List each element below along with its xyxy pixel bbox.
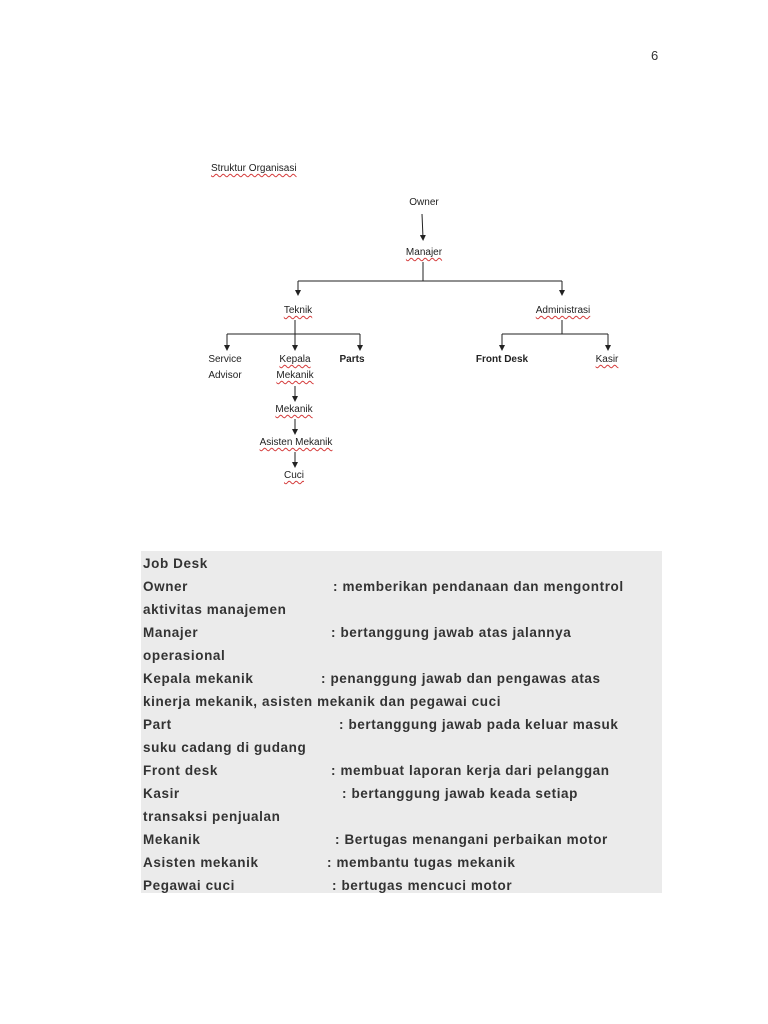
job-desk-description: : memberikan pendanaan dan mengontrol <box>333 579 624 594</box>
job-desk-role: Front desk <box>143 763 219 778</box>
job-desk-description: : membuat laporan kerja dari pelanggan <box>331 763 610 778</box>
node-mekanik: Mekanik <box>275 404 313 415</box>
node-service-advisor-line2: Advisor <box>208 370 242 381</box>
node-kasir: Kasir <box>595 354 619 365</box>
node-teknik: Teknik <box>283 305 313 316</box>
job-desk-description: : bertanggung jawab keada setiap <box>342 786 578 801</box>
job-desk-section: Job Desk Owner : memberikan pendanaan da… <box>141 551 662 893</box>
node-service-advisor-line1: Service <box>208 354 242 365</box>
job-desk-role: Mekanik <box>143 832 201 847</box>
job-desk-role: Kasir <box>143 786 180 801</box>
node-front-desk: Front Desk <box>475 354 529 365</box>
job-desk-description: : penanggung jawab dan pengawas atas <box>321 671 601 686</box>
job-desk-role: Asisten mekanik <box>143 855 259 870</box>
job-desk-role: Manajer <box>143 625 199 640</box>
job-desk-description: : bertanggung jawab pada keluar masuk <box>339 717 619 732</box>
job-desk-description: : bertugas mencuci motor <box>332 878 513 893</box>
job-desk-role: Kepala mekanik <box>143 671 254 686</box>
job-desk-description: : Bertugas menangani perbaikan motor <box>335 832 608 847</box>
node-kepala-mekanik-line2: Mekanik <box>276 370 314 381</box>
node-manajer: Manajer <box>405 247 443 258</box>
node-owner: Owner <box>409 197 439 208</box>
node-asisten-mekanik: Asisten Mekanik <box>259 437 333 448</box>
job-desk-heading: Job Desk <box>143 556 208 571</box>
node-kepala-mekanik-line1: Kepala <box>279 354 311 365</box>
connector-owner-manajer <box>419 213 426 241</box>
job-desk-role: Part <box>143 717 172 732</box>
job-desk-description-cont: kinerja mekanik, asisten mekanik dan peg… <box>143 694 502 709</box>
node-parts: Parts <box>339 354 365 365</box>
org-chart-title: Struktur Organisasi <box>211 163 297 174</box>
job-desk-description-cont: aktivitas manajemen <box>143 602 287 617</box>
node-cuci: Cuci <box>283 470 305 481</box>
node-service-advisor: Service Advisor <box>208 352 241 384</box>
node-kepala-mekanik: Kepala Mekanik <box>276 352 313 384</box>
job-desk-description: : bertanggung jawab atas jalannya <box>331 625 572 640</box>
job-desk-role: Pegawai cuci <box>143 878 235 893</box>
job-desk-description-cont: transaksi penjualan <box>143 809 281 824</box>
job-desk-description-cont: operasional <box>143 648 226 663</box>
page-number: 6 <box>651 48 659 63</box>
job-desk-description: : membantu tugas mekanik <box>327 855 516 870</box>
job-desk-description-cont: suku cadang di gudang <box>143 740 307 755</box>
job-desk-role: Owner <box>143 579 189 594</box>
node-administrasi: Administrasi <box>535 305 591 316</box>
